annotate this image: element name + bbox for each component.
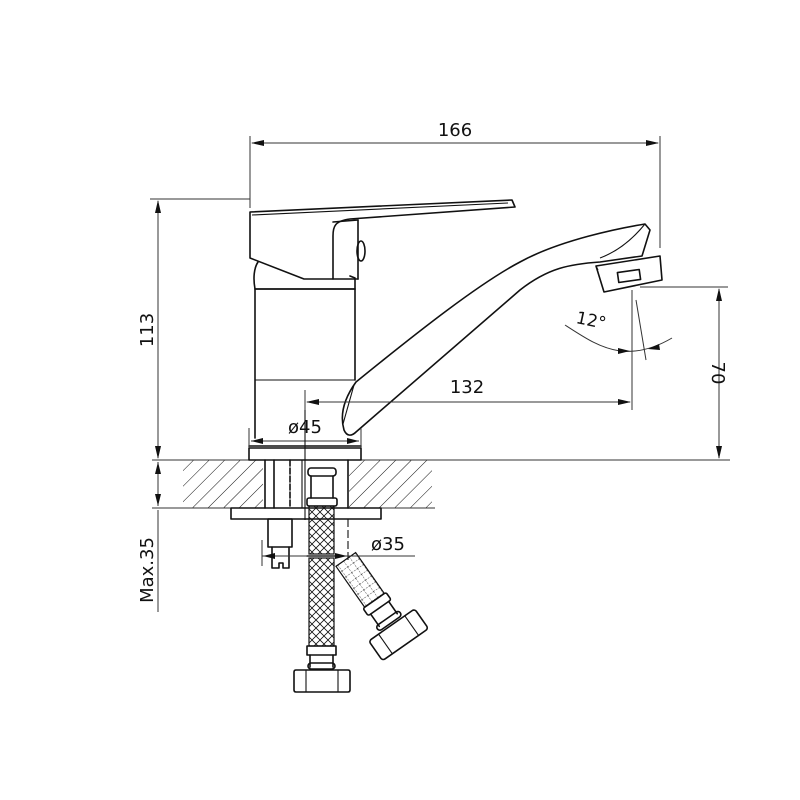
flexible-hose-angled (335, 551, 429, 661)
flexible-hose-straight (293, 505, 351, 693)
aerator (595, 255, 663, 293)
dim-132-label: 132 (450, 377, 484, 398)
dimension-max-thickness: Max.35 (137, 510, 159, 612)
dim-max35-label: Max.35 (137, 537, 158, 603)
swivel-spout (341, 223, 651, 436)
dimension-outlet-height: 70 (640, 286, 728, 459)
lever-handle (249, 199, 516, 280)
dim-12deg-label: 12° (574, 308, 608, 334)
dimension-overall-height: 113 (137, 198, 250, 459)
countertop-section (152, 459, 730, 509)
dim-70-label: 70 (707, 362, 728, 385)
mounting-assembly (230, 459, 382, 569)
dim-166-label: 166 (438, 120, 472, 141)
dimension-overall-length: 166 (249, 120, 661, 248)
dimension-mounting-hole: ø35 (261, 534, 415, 566)
dimension-countertop-thickness (155, 462, 161, 506)
dim-35-label: ø35 (371, 534, 405, 555)
dimension-aerator-angle: 12° (564, 299, 673, 361)
dim-113-label: 113 (137, 313, 158, 347)
